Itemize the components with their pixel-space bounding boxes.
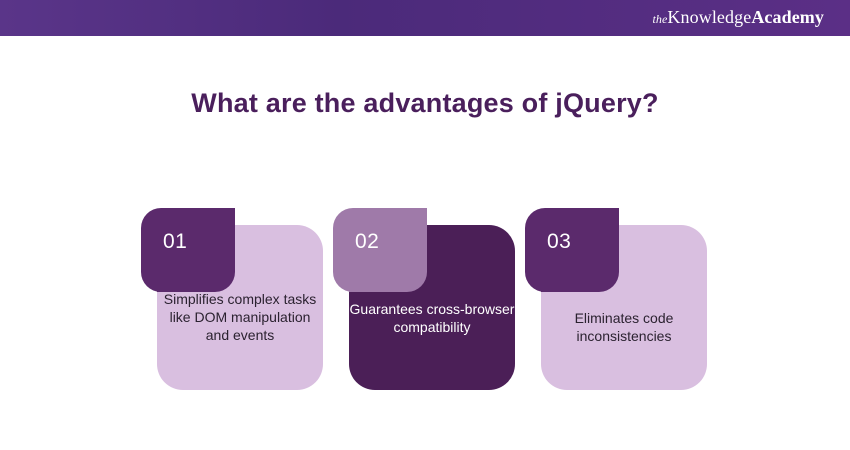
card-number-tab — [141, 208, 235, 292]
card-number-tab — [333, 208, 427, 292]
card-text: Guarantees cross-browser compatibility — [349, 301, 515, 335]
card-number: 03 — [547, 230, 572, 253]
header-bar: theKnowledgeAcademy — [0, 0, 850, 36]
card-number: 01 — [163, 230, 188, 253]
card-number-tab — [525, 208, 619, 292]
page-title: What are the advantages of jQuery? — [191, 88, 659, 118]
advantage-card-3: 03 Eliminates code inconsistencies — [525, 208, 707, 392]
advantage-card-2: 02 Guarantees cross-browser compatibilit… — [333, 208, 515, 392]
logo-knowledge: Knowledge — [667, 7, 752, 27]
advantage-card-1: 01 Simplifies complex tasks like DOM man… — [141, 208, 323, 392]
logo-academy: Academy — [751, 7, 824, 27]
card-text: Eliminates code inconsistencies — [574, 310, 674, 344]
card-number: 02 — [355, 230, 380, 253]
card-text: Simplifies complex tasks like DOM manipu… — [163, 291, 317, 343]
logo-the: the — [652, 12, 668, 26]
brand-logo: theKnowledgeAcademy — [652, 7, 824, 28]
